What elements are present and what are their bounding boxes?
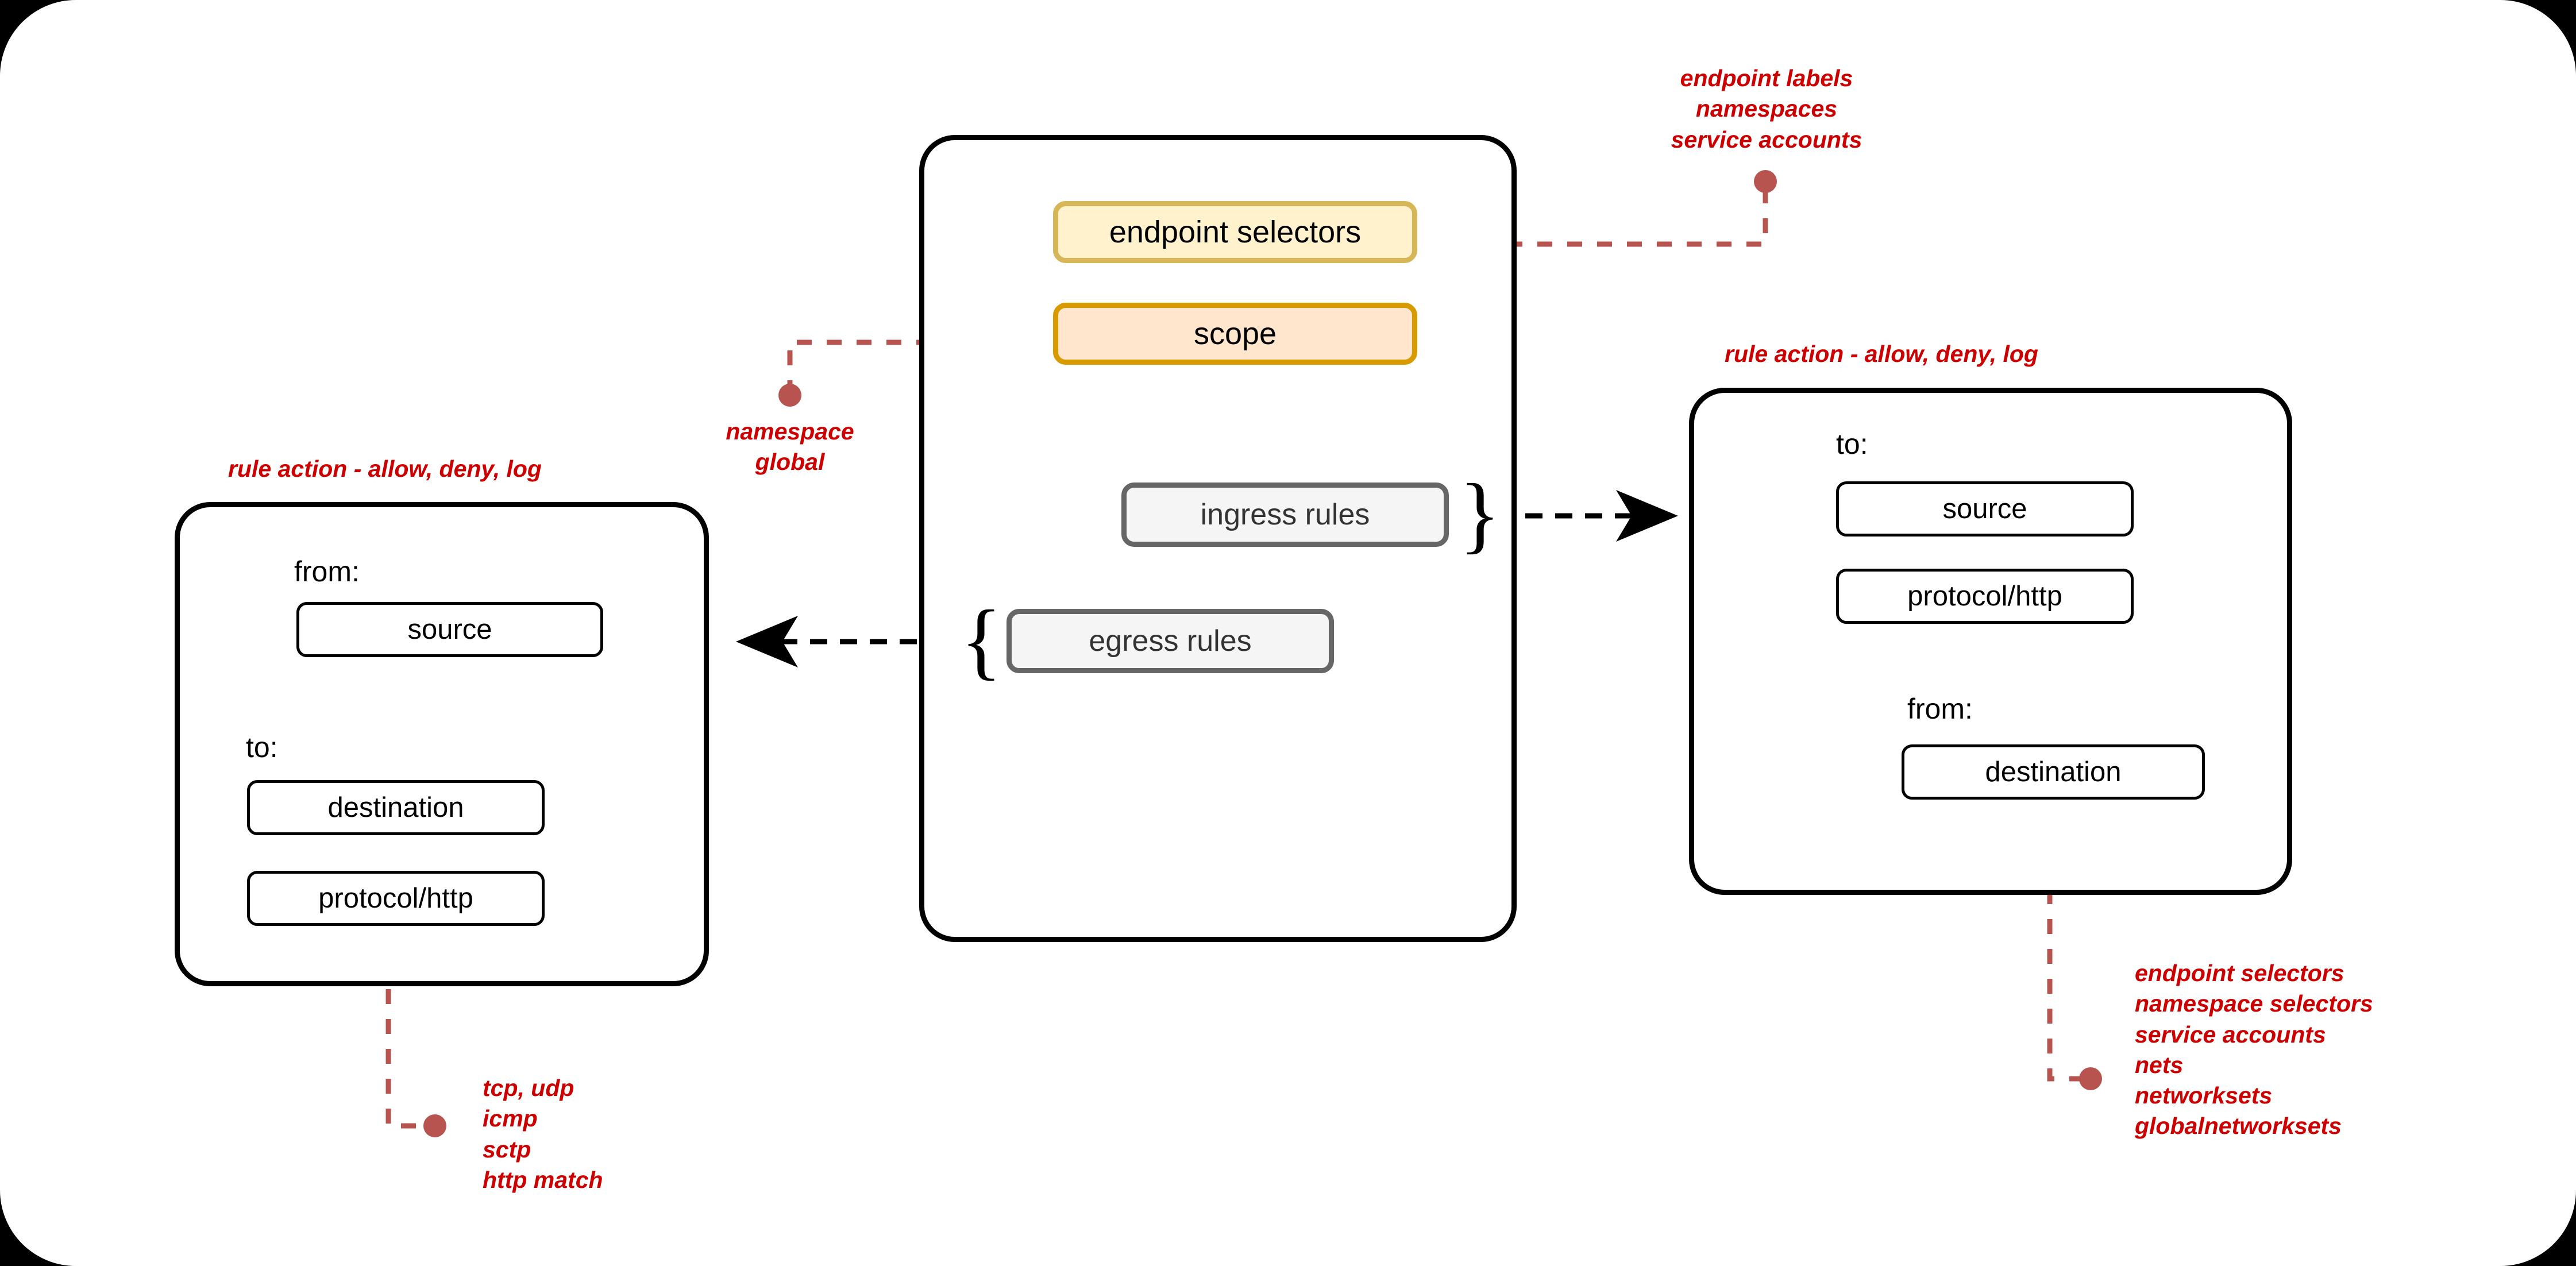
egress-rules-box[interactable]: egress rules (1007, 609, 1334, 673)
ingress-to-label: to: (1836, 428, 1868, 460)
ingress-detail-container (1689, 388, 2292, 895)
scope-annotation: namespace global (726, 418, 854, 476)
egress-rules-label: egress rules (1089, 624, 1252, 658)
scope-box[interactable]: scope (1053, 303, 1417, 365)
ingress-to-protocol-box[interactable]: protocol/http (1836, 569, 2134, 624)
ingress-from-label: from: (1907, 693, 1973, 725)
ingress-rules-label: ingress rules (1200, 498, 1370, 531)
egress-from-label: from: (294, 555, 360, 588)
egress-to-destination-box[interactable]: destination (247, 780, 545, 835)
ingress-rule-action-annotation: rule action - allow, deny, log (1725, 341, 2038, 367)
egress-from-source-box[interactable]: source (296, 602, 603, 657)
close-brace-icon: } (1459, 466, 1501, 562)
ingress-rules-box[interactable]: ingress rules (1121, 483, 1449, 547)
egress-to-protocol-label: protocol/http (318, 883, 473, 914)
egress-to-destination-label: destination (327, 792, 464, 823)
endpoint-selectors-annotation: endpoint labels namespaces service accou… (1671, 65, 1862, 153)
destination-annotation: endpoint selectors namespace selectors s… (2135, 960, 2373, 1140)
scope-label: scope (1193, 317, 1277, 351)
open-brace-icon: { (961, 593, 1002, 688)
ingress-from-destination-label: destination (1985, 756, 2122, 788)
ingress-to-protocol-label: protocol/http (1907, 581, 2062, 612)
egress-to-protocol-box[interactable]: protocol/http (247, 871, 545, 926)
protocol-annotation: tcp, udp icmp sctp http match (483, 1075, 603, 1193)
endpoint-selectors-box[interactable]: endpoint selectors (1053, 201, 1417, 263)
egress-from-source-label: source (407, 614, 492, 645)
egress-rule-action-annotation: rule action - allow, deny, log (228, 456, 542, 482)
ingress-to-source-label: source (1942, 493, 2027, 524)
endpoint-selectors-label: endpoint selectors (1109, 215, 1362, 249)
ingress-to-source-box[interactable]: source (1836, 481, 2134, 536)
egress-to-label: to: (246, 731, 278, 763)
ingress-from-destination-box[interactable]: destination (1902, 744, 2205, 800)
